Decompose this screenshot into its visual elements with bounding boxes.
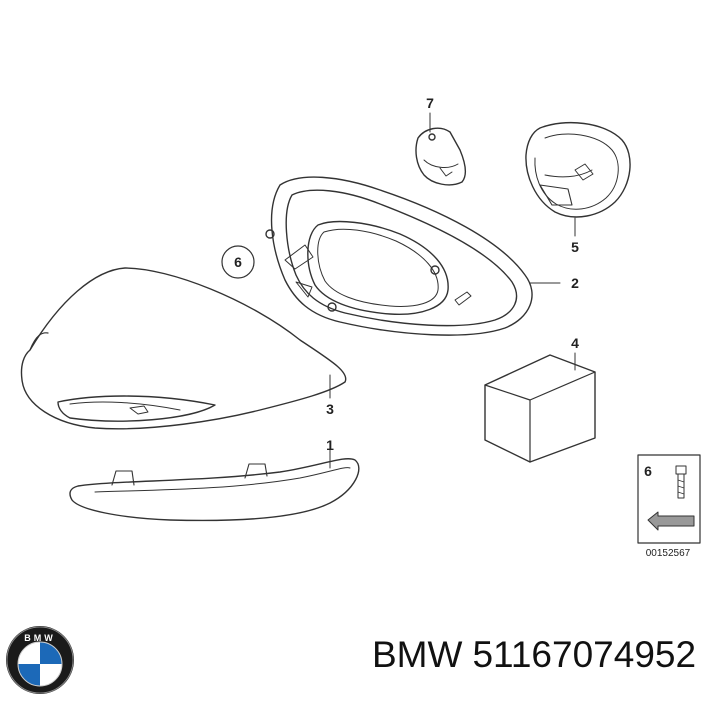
clip-part-7 [415, 127, 467, 186]
callout-6-circled: 6 [234, 254, 242, 270]
drawing-reference: 00152567 [646, 548, 691, 559]
arrow-icon [647, 511, 695, 531]
turn-signal-strip-part-1 [69, 458, 360, 522]
svg-text:BMW: BMW [24, 633, 56, 643]
callout-7: 7 [426, 95, 434, 111]
callout-5: 5 [571, 239, 579, 255]
mirror-cap-part-3 [20, 267, 347, 430]
callout-1: 1 [326, 437, 334, 453]
part-number: 51167074952 [472, 634, 697, 675]
callout-4: 4 [571, 335, 579, 351]
callout-2: 2 [571, 275, 579, 291]
package-box-part-4 [484, 354, 596, 463]
callout-6-circle [221, 245, 255, 279]
fastener-legend-box [637, 454, 701, 544]
bmw-logo-icon: BMW [6, 626, 74, 694]
brand-name: BMW [372, 634, 463, 675]
legend-part-number: 6 [644, 463, 652, 479]
adjustment-motor-part-5 [525, 122, 631, 218]
mirror-frame-part-2 [265, 176, 533, 336]
callout-3: 3 [326, 401, 334, 417]
